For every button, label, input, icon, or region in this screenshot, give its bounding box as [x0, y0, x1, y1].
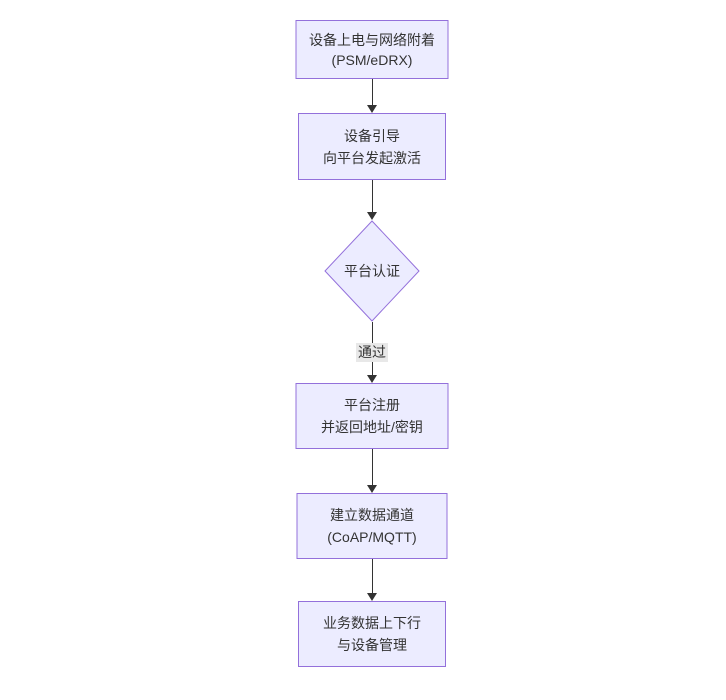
node-label-line: 建立数据通道 [330, 507, 414, 523]
arrow-register-to-channel [366, 449, 378, 493]
node-register: 平台注册 并返回地址/密钥 [295, 383, 449, 449]
arrow-shaft [371, 180, 373, 212]
node-power-attach: 设备上电与网络附着 (PSM/eDRX) [295, 20, 449, 79]
node-label-line: 并返回地址/密钥 [321, 419, 423, 435]
node-label-line: (PSM/eDRX) [331, 51, 413, 68]
arrow-shaft [371, 559, 373, 593]
arrow-bootstrap-to-auth [366, 180, 378, 220]
node-label-line: (CoAP/MQTT) [327, 529, 417, 545]
arrow-channel-to-business [366, 559, 378, 601]
node-label-line: 平台认证 [344, 263, 400, 279]
node-label-line: 业务数据上下行 [323, 615, 421, 631]
arrow-power-to-bootstrap [366, 79, 378, 113]
arrow-shaft [371, 449, 373, 485]
edge-label-pass: 通过 [356, 343, 388, 362]
arrowhead-icon [367, 105, 377, 113]
arrow-shaft [371, 79, 373, 105]
diamond-shape-icon [324, 220, 420, 322]
node-auth-decision: 平台认证 [324, 220, 420, 322]
node-label-line: 设备引导 [344, 127, 400, 144]
node-label-line: 与设备管理 [337, 637, 407, 653]
node-bootstrap: 设备引导 向平台发起激活 [298, 113, 446, 180]
node-label-line: 平台注册 [344, 397, 400, 413]
node-label-line: 向平台发起激活 [323, 149, 421, 166]
node-business: 业务数据上下行 与设备管理 [298, 601, 446, 667]
arrowhead-icon [367, 375, 377, 383]
node-data-channel: 建立数据通道 (CoAP/MQTT) [296, 493, 448, 559]
arrowhead-icon [367, 212, 377, 220]
node-label-line: 设备上电与网络附着 [309, 31, 435, 48]
arrowhead-icon [367, 593, 377, 601]
arrowhead-icon [367, 485, 377, 493]
